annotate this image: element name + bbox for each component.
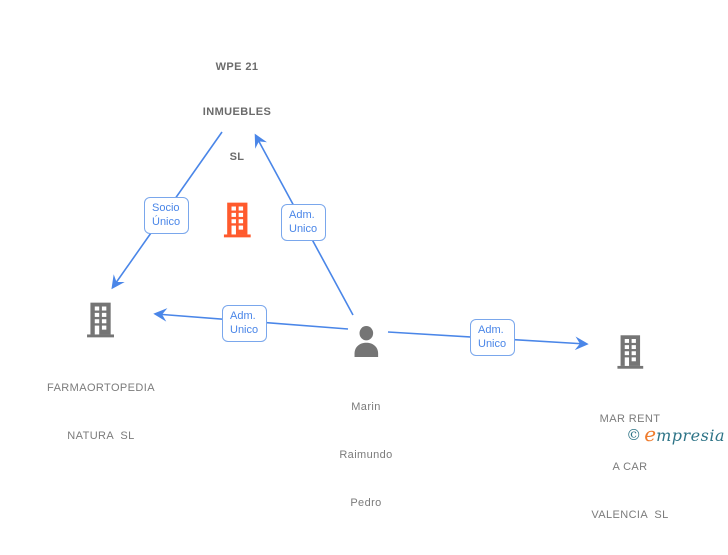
empresia-logo[interactable]: ©empresia [626,422,725,446]
building-icon[interactable] [223,202,251,243]
building-icon[interactable] [616,335,643,374]
node-label: MAR RENT A CAR VALENCIA SL [591,413,669,521]
building-icon[interactable] [87,302,115,343]
org-relationship-chart: WPE 21 INMUEBLES SL [47,30,725,521]
edge-label-adm-unico-wpe21: Adm. Unico [281,204,327,241]
node-farmaortopedia-natura[interactable]: FARMAORTOPEDIA NATURA SL [47,302,155,476]
node-marin-raimundo-pedro[interactable]: Marin Raimundo Pedro [339,326,392,543]
node-wpe21-inmuebles[interactable]: WPE 21 INMUEBLES SL [203,30,271,243]
node-label: WPE 21 INMUEBLES SL [202,61,272,163]
node-label: Marin Raimundo Pedro [339,401,393,509]
edge-label-adm-unico-farmaortopedia: Adm. Unico [222,305,268,342]
brand-name: mpresia [656,426,725,445]
edge-label-socio-unico: Socio Único [144,197,190,234]
copyright-icon: © [626,426,642,444]
edge-label-adm-unico-marrent: Adm. Unico [470,319,516,356]
person-icon[interactable] [353,326,379,362]
brand-initial: e [644,422,657,446]
node-label: FARMAORTOPEDIA NATURA SL [47,382,155,442]
